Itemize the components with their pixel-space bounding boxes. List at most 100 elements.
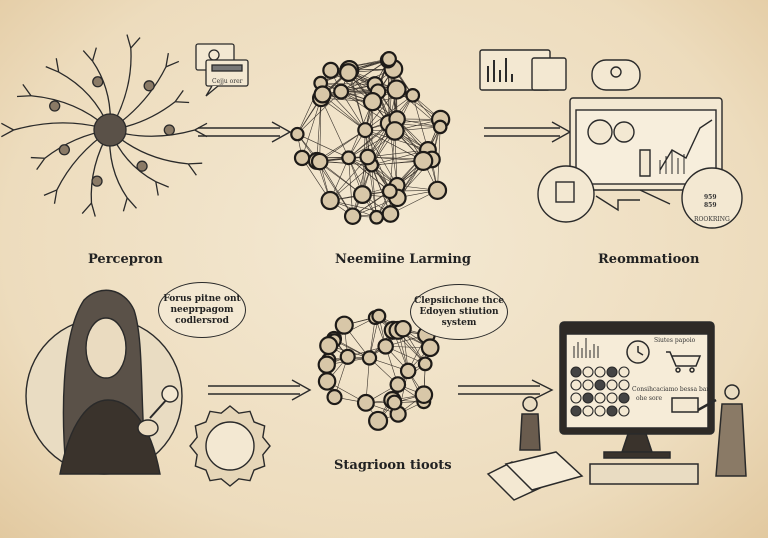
network-edge [301, 98, 322, 159]
arrow-right-icon [198, 121, 292, 143]
dendrite-branch [165, 52, 180, 68]
dial [618, 366, 630, 378]
synapse [92, 76, 104, 88]
network-node [369, 209, 384, 225]
network-node [384, 121, 405, 141]
dial [618, 405, 630, 417]
network-edge [365, 129, 424, 162]
network-node [326, 389, 343, 406]
dendrite-branch [187, 162, 203, 176]
dendrite-branch [30, 156, 46, 171]
bubble-line: Clepsiichone thce [414, 295, 504, 306]
network-node [413, 150, 434, 171]
synapse [136, 160, 148, 172]
dendrite-branch [82, 47, 97, 62]
network-node [333, 83, 350, 100]
dendrite-branch [1, 122, 14, 138]
label-recommendation: Reommatioon [598, 252, 700, 267]
network-node [377, 338, 394, 355]
dendrite-branch [155, 181, 169, 196]
network-edge [412, 95, 429, 151]
dial [582, 405, 594, 417]
dial [618, 379, 630, 391]
network-edge [322, 91, 379, 95]
network-node [405, 87, 421, 103]
synapse [91, 175, 103, 187]
dendrite-branch [43, 189, 58, 204]
dial [570, 405, 582, 417]
network-node [334, 315, 354, 335]
dendrite-branch [194, 122, 208, 138]
dendrite-branch [81, 202, 96, 217]
network-node [357, 122, 374, 139]
dial [606, 405, 618, 417]
bubble-line: system [441, 317, 477, 328]
monitor-caption: ohe sore [636, 395, 663, 402]
network-icon [317, 308, 440, 431]
synapse [143, 80, 155, 92]
network-node [343, 207, 362, 225]
network-node [361, 350, 378, 366]
network-edge [320, 82, 375, 85]
network-node [386, 394, 403, 411]
network-edge [320, 97, 366, 131]
bubble-line: Edoyen stiution [419, 306, 499, 317]
network-edge [365, 95, 413, 131]
badge-text: ROOKRING [694, 216, 730, 223]
dendrite-branch [126, 34, 141, 49]
network-node [290, 126, 305, 142]
bubble-line: codlersrod [175, 315, 229, 326]
network-node [319, 336, 339, 356]
network-edge [348, 157, 391, 192]
dial [594, 379, 606, 391]
label-machine-learning: Neemiine Larming [335, 252, 471, 267]
network-node [353, 185, 372, 204]
dial [570, 366, 582, 378]
chat-card-icon [195, 43, 249, 97]
dial-grid-icon [570, 366, 630, 417]
network-node [381, 183, 398, 200]
dial [582, 392, 594, 404]
network-node [399, 362, 417, 380]
network-node [356, 393, 375, 412]
network-node [371, 308, 387, 324]
monitor-caption: Consihcaciamo bessa bar [632, 386, 710, 393]
network-node [310, 152, 329, 171]
network-node [381, 51, 397, 67]
network-edge [320, 82, 379, 92]
dial [582, 379, 594, 391]
card-text: Cejju orer [212, 78, 243, 85]
woman-portrait-icon [25, 289, 183, 475]
neuron-icon [1, 34, 208, 217]
network-edge [348, 157, 353, 217]
dial [606, 392, 618, 404]
badge-digit: 859 [704, 202, 717, 209]
network-node [386, 79, 407, 100]
network-edge [316, 98, 322, 161]
network-node [320, 190, 340, 211]
network-node [313, 85, 332, 104]
gear-hub [205, 421, 255, 471]
dendrite-branch [45, 58, 60, 73]
network-icon [290, 51, 451, 225]
label-stagrioon: Stagrioon tioots [334, 458, 452, 473]
dendrite-branch [174, 90, 190, 104]
dendrite-branch [122, 197, 137, 212]
network-node [432, 119, 448, 135]
dial [606, 379, 618, 391]
synapse [58, 144, 71, 156]
network-node [339, 63, 358, 82]
network-node [381, 205, 400, 223]
dial [570, 379, 582, 391]
dial [582, 366, 594, 378]
gear-icon [189, 405, 271, 487]
network-node [394, 319, 412, 338]
dial [606, 366, 618, 378]
network-edge [367, 149, 428, 158]
monitor-search-text: Siutes papoio [654, 337, 696, 344]
network-node [362, 92, 383, 112]
dial [594, 366, 606, 378]
